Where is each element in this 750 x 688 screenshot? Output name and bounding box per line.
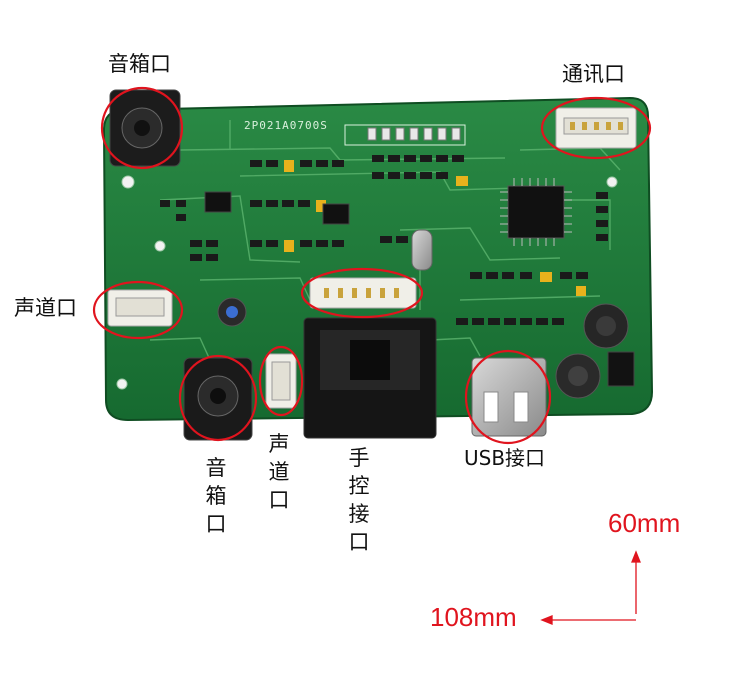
highlight-speaker-bottom [178, 354, 258, 442]
dimension-arrows [540, 550, 641, 625]
crystal-oscillator [411, 229, 433, 271]
label-speaker-bottom: 音箱口 [205, 456, 227, 536]
mount-hole [606, 176, 618, 188]
smd-components [160, 155, 608, 325]
label-usb-port: USB接口 [464, 446, 546, 470]
label-comm-port: 通讯口 [562, 62, 625, 86]
hand-control-header [309, 277, 417, 309]
usb-connector [471, 357, 547, 437]
highlight-usb [464, 349, 552, 445]
pcb-board [102, 96, 654, 422]
channel-connector-bottom [265, 353, 297, 409]
highlight-speaker-top [100, 86, 184, 170]
mount-hole [121, 175, 135, 189]
label-hand-control: 手控接口 [348, 446, 370, 554]
ic-chips [204, 178, 572, 246]
board-silkscreen: 2P021A0700S [244, 119, 328, 132]
mount-hole [154, 240, 166, 252]
label-speaker-top: 音箱口 [108, 52, 171, 76]
tantalum-caps [284, 160, 586, 296]
dimension-width: 108mm [430, 602, 517, 632]
dimension-height: 60mm [608, 508, 681, 538]
highlight-comm-port [540, 96, 652, 160]
pin-header-top [367, 127, 461, 141]
mount-hole [116, 378, 128, 390]
speaker-jack-bottom [183, 357, 253, 441]
highlight-hand-control [300, 267, 424, 319]
speaker-jack-top [109, 89, 181, 167]
electrolytic-caps-large [555, 303, 635, 399]
label-channel-bottom: 声道口 [268, 432, 290, 512]
label-channel-left: 声道口 [14, 296, 77, 320]
hand-control-socket [303, 317, 437, 439]
comm-connector [555, 107, 637, 149]
highlight-channel-left [92, 280, 184, 340]
highlight-ellipses [92, 86, 652, 445]
highlight-channel-bottom [258, 345, 304, 417]
channel-connector-left [107, 289, 173, 327]
